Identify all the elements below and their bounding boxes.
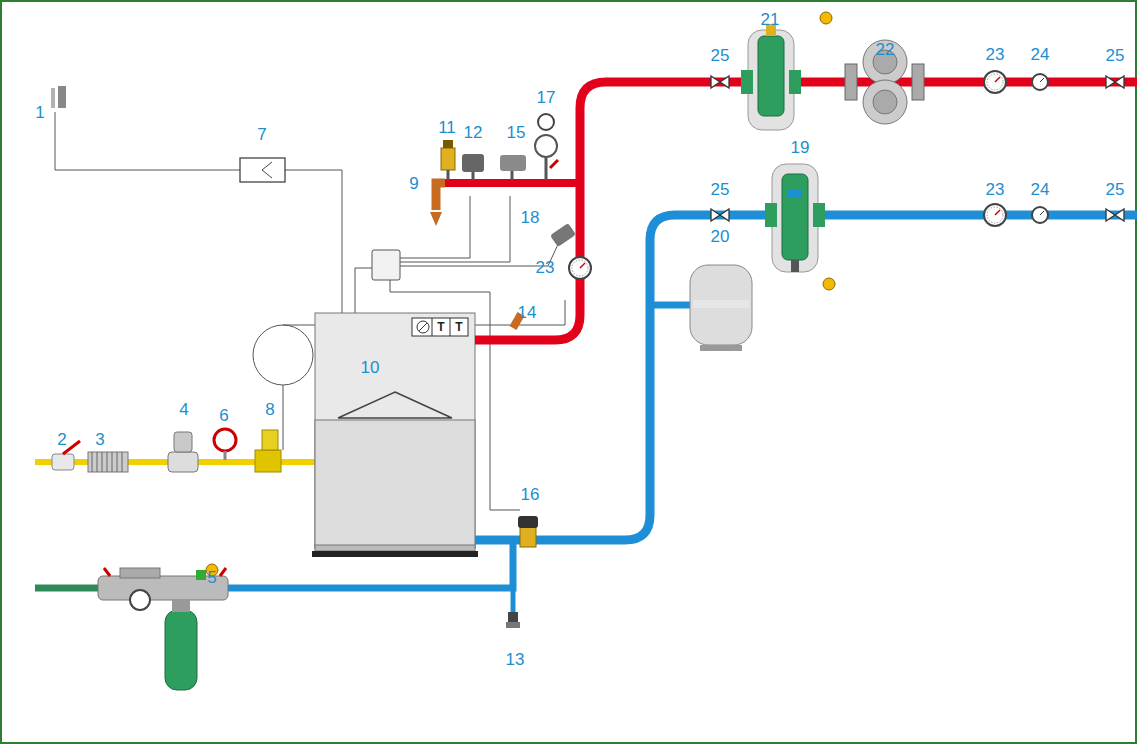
control-unit [240,158,285,182]
callout-number: 11 [438,119,456,137]
callout-number: 9 [409,175,418,193]
panel-symbol: T [455,318,462,336]
callout-number: 25 [1106,47,1125,65]
panel-symbol: T [437,318,444,336]
callout-number: 21 [761,11,780,29]
callout-number: 17 [537,89,556,107]
callout-number: 22 [876,41,895,59]
callout-number: 5 [207,569,216,587]
callout-number: 12 [464,124,483,142]
callout-number: 10 [361,359,380,377]
callout-number: 14 [518,304,537,322]
callout-number: 13 [506,651,525,669]
callout-number: 25 [711,181,730,199]
callout-number: 15 [507,124,526,142]
callout-number: 3 [95,431,104,449]
callout-number: 2 [57,431,66,449]
callout-number: 4 [179,401,188,419]
callout-number: 25 [711,47,730,65]
callout-number: 23 [986,46,1005,64]
callout-number: 18 [521,209,540,227]
callout-number: 23 [536,259,555,277]
callout-number: 24 [1031,46,1050,64]
callout-number: 16 [521,486,540,504]
callout-number: 23 [986,181,1005,199]
callout-number: 1 [35,104,44,122]
callout-number: 24 [1031,181,1050,199]
callout-number: 7 [257,126,266,144]
callout-number: 25 [1106,181,1125,199]
callout-number: 6 [219,407,228,425]
callout-number: 20 [711,228,730,246]
callout-number: 19 [791,139,810,157]
callout-number: 8 [265,401,274,419]
boiler-body: 10 [315,313,475,548]
